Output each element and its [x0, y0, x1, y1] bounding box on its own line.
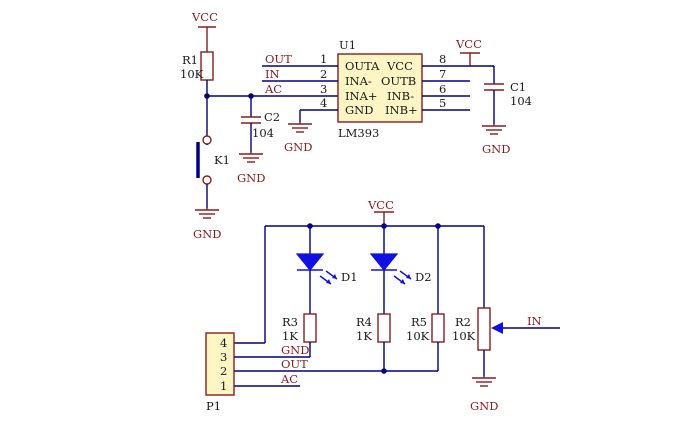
d1-ref: D1: [341, 270, 358, 284]
vcc-label-u1: VCC: [455, 37, 482, 51]
c1-value: 104: [510, 94, 532, 108]
u1-pin-2: 2: [320, 67, 327, 81]
gnd-symbol-r2: GND: [470, 376, 498, 413]
vcc-label-bottom: VCC: [367, 198, 394, 212]
u1-pin-1: 1: [320, 52, 327, 66]
led-d2: D2: [369, 226, 432, 314]
gnd-symbol-k1: GND: [193, 208, 221, 241]
r5-ref: R5: [411, 315, 427, 329]
u1-pin-6: 6: [439, 82, 446, 96]
capacitor-c1: C1 104: [484, 66, 532, 124]
connector-p1: 4 3 2 1 P1: [205, 332, 235, 413]
resistor-r5: R5 10K: [406, 226, 445, 371]
u1-name-vcc: VCC: [386, 59, 413, 73]
r4-value: 1K: [356, 329, 372, 343]
gnd-symbol-u1: GND: [284, 122, 312, 154]
r5-value: 10K: [406, 329, 430, 343]
u1-name-inb-minus: INB-: [387, 89, 414, 103]
junction-out-r4: [381, 368, 387, 374]
gnd-label-u1: GND: [284, 140, 312, 154]
p1-pin-2: 2: [220, 364, 227, 378]
r1-value: 10K: [180, 67, 204, 81]
r1-ref: R1: [182, 53, 198, 67]
net-label-gnd-p1: GND: [281, 343, 309, 357]
u1-name-ina-plus: INA+: [345, 89, 378, 103]
switch-k1: K1: [196, 135, 230, 185]
r3-ref: R3: [282, 315, 298, 329]
capacitor-c2: C2 104: [241, 96, 280, 152]
k1-ref: K1: [214, 153, 230, 167]
p1-ref: P1: [206, 399, 221, 413]
net-label-in-r2: IN: [527, 314, 542, 328]
vcc-symbol-bottom: VCC: [367, 198, 394, 226]
r2-ref: R2: [455, 315, 471, 329]
u1-pin-4: 4: [320, 96, 327, 110]
u1-name-ina-minus: INA-: [345, 74, 372, 88]
u1-pin-3: 3: [320, 82, 327, 96]
c2-ref: C2: [264, 110, 280, 124]
c1-ref: C1: [510, 80, 526, 94]
net-label-ac-p1: AC: [280, 372, 298, 386]
u1-ref: U1: [339, 38, 356, 52]
ic-u1: U1 LM393 OUT IN AC 1 2 3 4 OUTA INA- INA…: [262, 38, 470, 140]
vcc-symbol-r1: VCC: [191, 10, 218, 52]
c2-value: 104: [252, 126, 274, 140]
u1-pin-5: 5: [439, 96, 446, 110]
gnd-label-c2: GND: [237, 171, 265, 185]
r3-value: 1K: [282, 329, 298, 343]
resistor-r3: R3 1K: [234, 313, 317, 358]
u1-net-ac: AC: [264, 82, 282, 96]
led-d1: D1: [295, 226, 358, 314]
u1-pin-7: 7: [439, 67, 446, 81]
u1-name-gnd: GND: [345, 103, 373, 117]
p1-pin-1: 1: [220, 379, 227, 393]
gnd-label-r2: GND: [470, 399, 498, 413]
potentiometer-r2: R2 10K IN: [452, 226, 560, 376]
net-label-out-p1: OUT: [281, 357, 308, 371]
gnd-label-c1: GND: [482, 142, 510, 156]
u1-name-inb-plus: INB+: [385, 103, 418, 117]
p1-pin-3: 3: [220, 350, 227, 364]
r4-ref: R4: [356, 315, 372, 329]
u1-net-in: IN: [265, 67, 280, 81]
u1-name-outb: OUTB: [381, 74, 416, 88]
gnd-symbol-c2: GND: [237, 152, 265, 185]
resistor-r1: R1 10K: [180, 51, 214, 96]
d2-ref: D2: [415, 270, 432, 284]
resistor-r4: R4 1K: [356, 313, 391, 371]
vcc-symbol-u1: VCC: [455, 37, 482, 66]
p1-pin-4: 4: [220, 336, 227, 350]
u1-name-outa: OUTA: [345, 59, 380, 73]
gnd-label-k1: GND: [193, 227, 221, 241]
gnd-symbol-c1: GND: [482, 124, 510, 156]
u1-part: LM393: [338, 126, 379, 140]
u1-pin-8: 8: [439, 52, 446, 66]
r2-value: 10K: [452, 329, 476, 343]
u1-net-out: OUT: [265, 52, 292, 66]
vcc-label-r1: VCC: [191, 10, 218, 24]
